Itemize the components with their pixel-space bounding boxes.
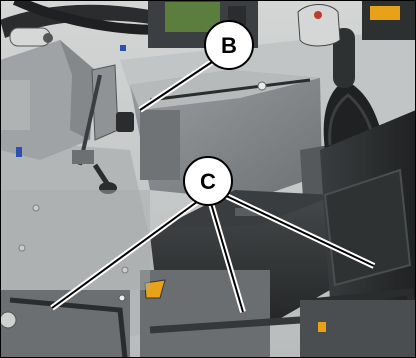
blue-marker (120, 45, 126, 51)
callout-b-label: B (221, 33, 237, 58)
brake-pedal-linkage (72, 64, 134, 194)
callout-c-label: C (200, 169, 216, 194)
callout-b-leader (138, 55, 220, 113)
seat-frame (0, 270, 416, 358)
callout-b: B (204, 20, 254, 70)
callout-c-leaders (50, 190, 376, 313)
centre-console (130, 70, 322, 200)
floor-panel (0, 190, 150, 290)
steering-column (0, 0, 161, 160)
blue-marker (16, 147, 22, 157)
bolt (118, 294, 126, 302)
callout-c: C (183, 156, 233, 206)
